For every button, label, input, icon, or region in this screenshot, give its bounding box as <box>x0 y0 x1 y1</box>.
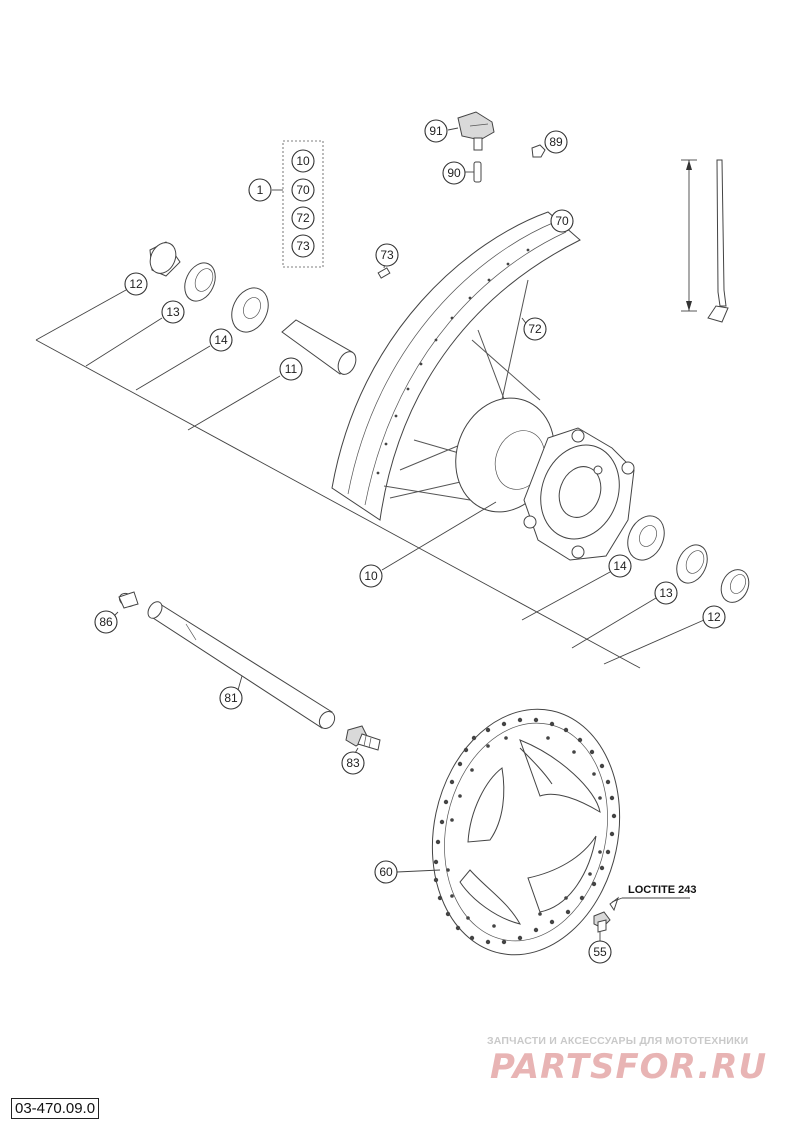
callout-81-label: 81 <box>224 691 238 705</box>
valve-nut-body <box>531 144 546 158</box>
spoke-length-gauge <box>681 159 729 323</box>
callout-70-kit-label: 70 <box>296 183 310 197</box>
callout-72-kit[interactable]: 72 <box>291 206 315 230</box>
callout-13-right[interactable]: 13 <box>654 581 678 605</box>
axle-bolt <box>345 725 381 751</box>
callout-91[interactable]: 91 <box>424 119 448 143</box>
diagram-code: 03-470.09.0 <box>11 1098 100 1119</box>
callout-81[interactable]: 81 <box>219 686 243 710</box>
wheel-rim <box>331 211 581 521</box>
valve-nut <box>531 144 546 158</box>
callout-11[interactable]: 11 <box>279 357 303 381</box>
callout-73-kit[interactable]: 73 <box>291 234 315 258</box>
callout-83-label: 83 <box>346 756 360 770</box>
callout-89-label: 89 <box>549 135 563 149</box>
callout-83[interactable]: 83 <box>341 751 365 775</box>
callout-73-label: 73 <box>380 248 394 262</box>
callout-73[interactable]: 73 <box>375 243 399 267</box>
wheel-hub <box>455 397 635 561</box>
callout-60[interactable]: 60 <box>374 860 398 884</box>
callout-13-left[interactable]: 13 <box>161 300 185 324</box>
callout-10-label: 10 <box>364 569 378 583</box>
valve-cap-body <box>457 111 495 141</box>
callout-72-kit-label: 72 <box>296 211 310 225</box>
callout-10[interactable]: 10 <box>359 564 383 588</box>
callout-73-kit-label: 73 <box>296 239 310 253</box>
callout-12-right-label: 12 <box>707 610 721 624</box>
left-bearing <box>231 287 269 333</box>
left-seal <box>149 241 181 277</box>
valve-sleeve-body <box>473 161 482 183</box>
callout-14-left-label: 14 <box>214 333 228 347</box>
callout-1[interactable]: 1 <box>248 178 272 202</box>
rim-spoke-holes <box>376 248 530 475</box>
watermark-brand-logo: PARTSFOR.RU <box>490 1047 768 1087</box>
callout-14-left[interactable]: 14 <box>209 328 233 352</box>
kit-group: 1 10 70 72 73 <box>248 140 324 268</box>
callout-14-right[interactable]: 14 <box>608 554 632 578</box>
callout-90[interactable]: 90 <box>442 161 466 185</box>
right-seal <box>720 569 750 603</box>
callout-13-right-label: 13 <box>659 586 673 600</box>
callout-70-kit[interactable]: 70 <box>291 178 315 202</box>
callout-12-right[interactable]: 12 <box>702 605 726 629</box>
right-bearing <box>627 515 665 561</box>
callout-89[interactable]: 89 <box>544 130 568 154</box>
callout-86[interactable]: 86 <box>94 610 118 634</box>
rim-band <box>331 211 581 521</box>
callout-14-right-label: 14 <box>613 559 627 573</box>
nipple-part <box>377 267 391 279</box>
callout-55-label: 55 <box>593 945 607 959</box>
callout-90-label: 90 <box>447 166 461 180</box>
callout-10-kit-label: 10 <box>296 154 310 168</box>
right-spacer-ring <box>676 544 708 584</box>
callout-70[interactable]: 70 <box>550 209 574 233</box>
callout-72-label: 72 <box>528 322 542 336</box>
valve-cap <box>457 111 495 151</box>
left-spacer-ring <box>184 262 216 302</box>
loctite-label: LOCTITE 243 <box>628 884 696 896</box>
callout-86-label: 86 <box>99 615 113 629</box>
callout-11-label: 11 <box>285 362 298 376</box>
watermark-tagline: ЗАПЧАСТИ И АКСЕССУАРЫ ДЛЯ МОТОТЕХНИКИ <box>487 1035 749 1047</box>
callout-70-label: 70 <box>555 214 569 228</box>
callout-12-left[interactable]: 12 <box>124 272 148 296</box>
callout-12-left-label: 12 <box>129 277 143 291</box>
axle-cap <box>118 591 139 609</box>
callout-60-label: 60 <box>379 865 393 879</box>
callout-91-label: 91 <box>429 124 443 138</box>
callout-13-left-label: 13 <box>166 305 180 319</box>
left-leader-lines <box>35 289 641 669</box>
brake-disc <box>431 708 621 956</box>
disc-perforations <box>433 717 617 945</box>
kit-group-box <box>282 140 324 268</box>
spoke-head <box>707 305 729 323</box>
spoke <box>716 159 727 307</box>
front-axle <box>147 601 336 729</box>
valve-sleeve <box>473 161 482 183</box>
distance-sleeve <box>281 319 357 375</box>
callout-10-kit[interactable]: 10 <box>291 149 315 173</box>
callout-55[interactable]: 55 <box>588 940 612 964</box>
callout-1-label: 1 <box>257 183 264 197</box>
right-leader-lines <box>521 571 705 665</box>
callout-72[interactable]: 72 <box>523 317 547 341</box>
disc-screw <box>593 911 611 933</box>
